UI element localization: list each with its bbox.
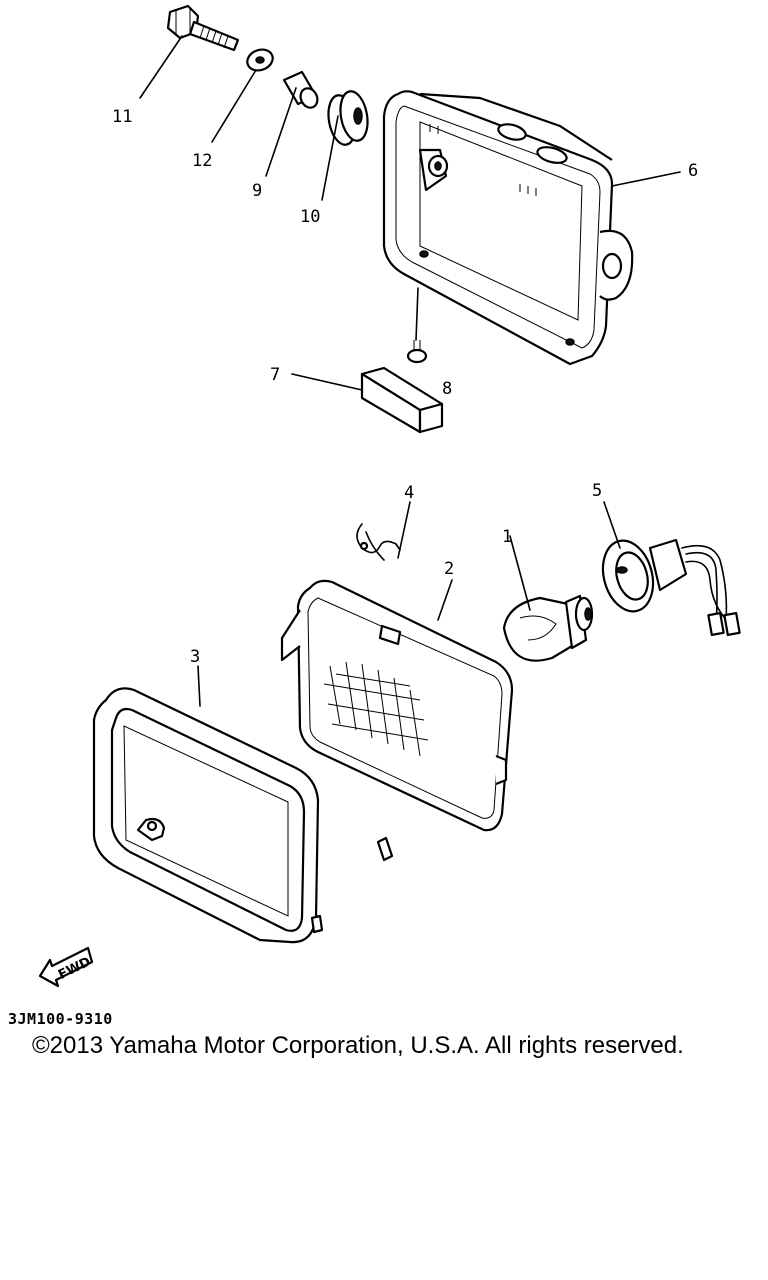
part-12-washer: [246, 48, 274, 72]
leader-lines: [139, 35, 681, 707]
callout-6: 6: [688, 161, 698, 181]
callout-2: 2: [444, 559, 454, 579]
callouts: 11 12 9 10 6 8 7 4 5 1 2 3: [112, 107, 698, 667]
part-8-screw: [406, 340, 428, 364]
callout-9: 9: [252, 181, 262, 201]
part-5-socket: [601, 538, 741, 636]
callout-10: 10: [300, 207, 320, 227]
part-4-clip: [356, 523, 401, 561]
callout-5: 5: [592, 481, 602, 501]
part-3-rim: [92, 687, 324, 944]
part-2-headlight-unit: [280, 579, 514, 862]
callout-4: 4: [404, 483, 414, 503]
diagram-code: 3JM100-9310: [8, 1010, 113, 1028]
part-9-collar: [282, 70, 319, 109]
callout-11: 11: [112, 107, 132, 127]
part-10-grommet: [327, 90, 369, 146]
part-1-bulb: [502, 594, 594, 662]
callout-3: 3: [190, 647, 200, 667]
callout-1: 1: [502, 527, 512, 547]
exploded-parts-diagram: FWD 11 12 9 10 6 8 7 4 5 1 2 3: [38, 4, 741, 988]
part-7-pad: [360, 366, 444, 434]
fwd-arrow: FWD: [38, 946, 93, 988]
callout-7: 7: [270, 365, 280, 385]
callout-8: 8: [442, 379, 452, 399]
part-11-bolt: [166, 4, 240, 52]
part-6-headlight-housing: [382, 90, 634, 366]
callout-12: 12: [192, 151, 212, 171]
copyright-notice: ©2013 Yamaha Motor Corporation, U.S.A. A…: [32, 1032, 684, 1059]
